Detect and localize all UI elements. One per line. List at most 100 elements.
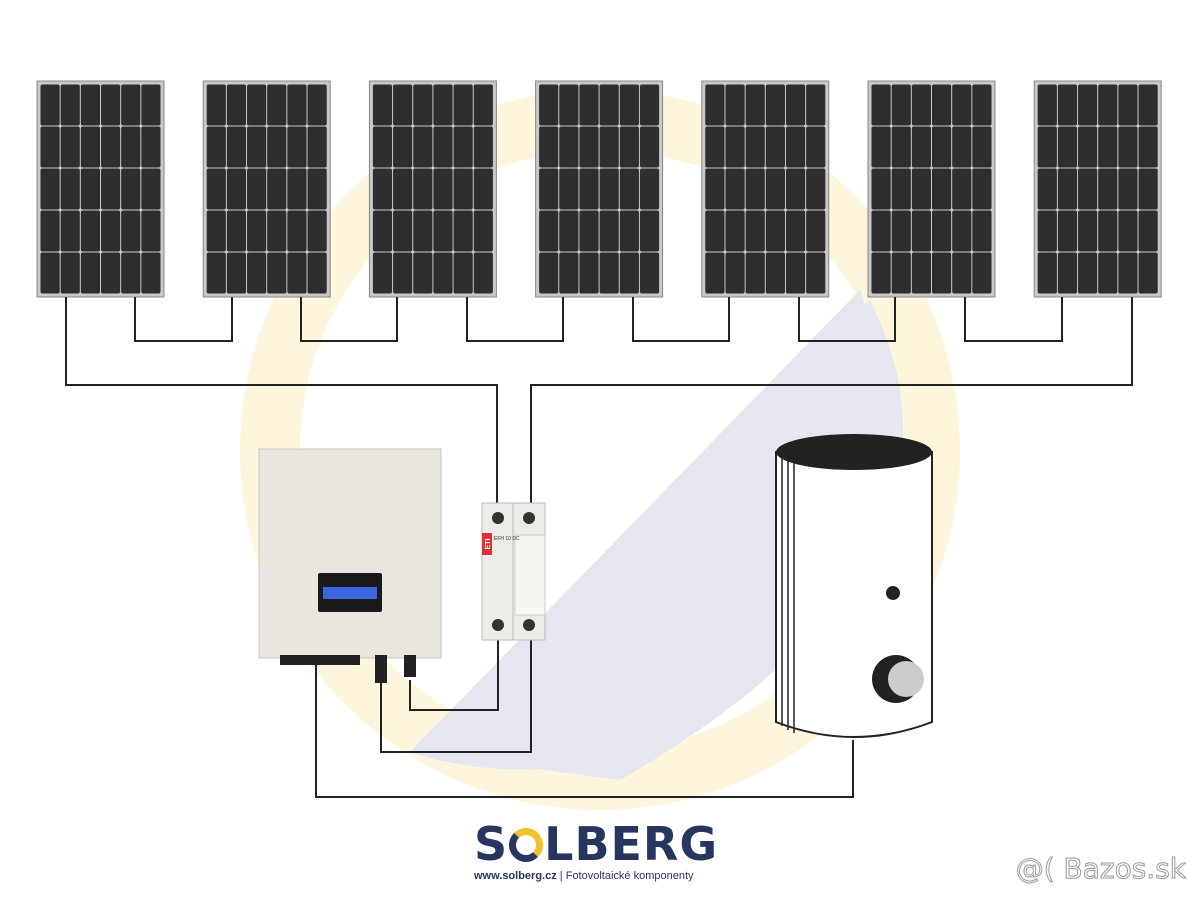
solar-cell (226, 252, 247, 294)
solar-cell (1057, 210, 1078, 252)
solar-cell (765, 210, 785, 252)
solar-cell (932, 252, 952, 294)
solar-cell (121, 252, 141, 294)
dc-fuse-holder: ETI EFH 10 DC (481, 502, 546, 641)
solar-cell (453, 126, 473, 168)
solar-cell (101, 210, 121, 252)
solar-cell (932, 168, 952, 210)
solar-cell (579, 210, 599, 252)
solar-cell (871, 126, 891, 168)
solar-cell (639, 84, 660, 126)
solar-cell (765, 126, 785, 168)
solar-cell (559, 252, 579, 294)
solar-cell (413, 126, 433, 168)
solar-cell (433, 84, 453, 126)
solar-cell (80, 168, 100, 210)
solar-cell (40, 84, 60, 126)
solar-cell (725, 210, 745, 252)
solar-cell (559, 84, 579, 126)
wiring (65, 297, 1133, 798)
solar-cell (307, 84, 327, 126)
solar-cell (247, 84, 267, 126)
solar-cell (1118, 168, 1138, 210)
solar-cell (745, 210, 765, 252)
solar-cell (891, 168, 911, 210)
solar-cell (433, 168, 453, 210)
solar-cell (307, 126, 327, 168)
solar-cell (1078, 252, 1098, 294)
solar-cell (619, 168, 639, 210)
solar-cell (1138, 168, 1158, 210)
solar-cell (80, 126, 100, 168)
solar-cell (473, 84, 493, 126)
solar-cell (599, 210, 619, 252)
solar-cell (101, 84, 121, 126)
solar-cell (639, 168, 660, 210)
solar-cell (226, 168, 247, 210)
solar-cell (121, 210, 141, 252)
solar-cell (972, 252, 992, 294)
solar-cell (287, 168, 307, 210)
solar-cell (1037, 252, 1057, 294)
solar-cell (1037, 126, 1057, 168)
solar-cell (413, 252, 433, 294)
solar-cell (453, 210, 473, 252)
solar-cell (413, 168, 433, 210)
solar-cell (1138, 84, 1158, 126)
solar-cell (785, 252, 806, 294)
solar-cell (539, 252, 559, 294)
solar-cell (765, 84, 785, 126)
solar-cell (1098, 84, 1118, 126)
solar-cell (952, 84, 972, 126)
solar-cell (639, 210, 660, 252)
solar-cell (1098, 252, 1118, 294)
solar-cell (952, 126, 972, 168)
solar-cell (579, 126, 599, 168)
solar-cell (141, 168, 161, 210)
solar-cell (40, 168, 60, 210)
solar-cell (871, 252, 891, 294)
solar-cell (141, 210, 161, 252)
solar-cell (40, 210, 60, 252)
solar-cell (206, 126, 226, 168)
solar-cell (972, 210, 992, 252)
solar-cell (141, 126, 161, 168)
watermark: @( Bazos.sk (1015, 852, 1186, 886)
solar-cell (539, 210, 559, 252)
solar-cell (745, 126, 765, 168)
solar-cell (1057, 126, 1078, 168)
solar-cell (307, 210, 327, 252)
solar-cell (871, 168, 891, 210)
solar-cell (1138, 252, 1158, 294)
solar-cell (226, 126, 247, 168)
solar-cell (1037, 210, 1057, 252)
solar-cell (952, 252, 972, 294)
solar-cell (267, 252, 287, 294)
solar-cell (247, 126, 267, 168)
solar-cell (619, 210, 639, 252)
solar-cell (473, 168, 493, 210)
solar-cell (413, 210, 433, 252)
solar-cell (705, 210, 725, 252)
inverter (258, 448, 442, 683)
fuse-brand-label: ETI (485, 539, 492, 550)
solar-cell (60, 210, 80, 252)
solar-cell (785, 168, 806, 210)
solar-cell (393, 168, 413, 210)
solar-cell (891, 84, 911, 126)
solar-cell (393, 252, 413, 294)
solar-cell (619, 252, 639, 294)
solar-cell (806, 126, 826, 168)
solar-panel (1033, 80, 1162, 298)
solar-cell (1057, 84, 1078, 126)
solar-cell (473, 126, 493, 168)
solar-cell (599, 84, 619, 126)
website-link[interactable]: www.solberg.cz (474, 870, 557, 882)
solar-cell (80, 84, 100, 126)
solar-cell (1118, 252, 1138, 294)
solar-cell (785, 84, 806, 126)
solar-cell (141, 252, 161, 294)
solar-cell (806, 84, 826, 126)
